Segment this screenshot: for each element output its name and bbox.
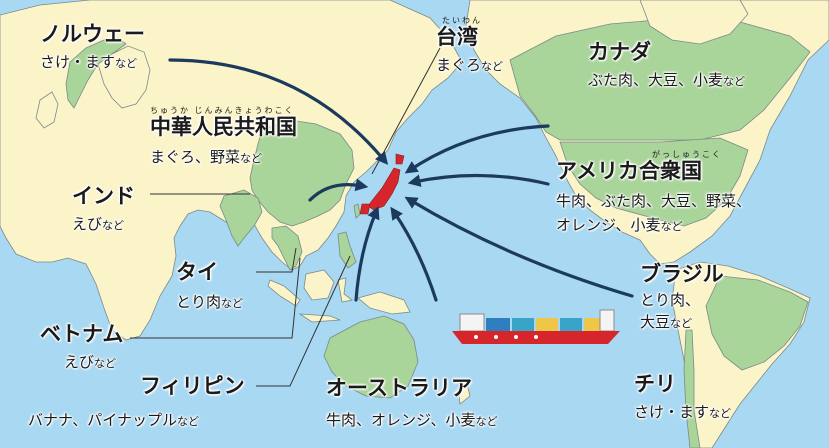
label-brazil: ブラジル とり肉、 大豆など [640,262,724,334]
thailand-leader-line [256,247,297,273]
java [298,313,341,323]
label-australia: オーストラリア 牛肉、オレンジ、小麦など [326,376,498,432]
taiwan-ruby: たいわん [442,16,482,25]
india-items: えび [72,215,103,233]
label-usa: がっしゅうこく アメリカ合衆国 牛肉、ぶた肉、大豆、野菜、 オレンジ、小麦など [556,150,751,237]
thailand-suffix: など [221,297,244,310]
label-philippines: フィリピン [140,374,245,398]
usa-items-line2: オレンジ、小麦 [556,216,661,234]
taiwan-suffix: など [481,60,504,73]
label-taiwan: たいわん 台湾 まぐろなど [436,16,503,77]
canada-name: カナダ [588,40,651,64]
philippines-name: フィリピン [140,374,245,398]
label-canada: カナダ ぶた肉、大豆、小麦など [588,40,745,92]
usa-ruby: がっしゅうこく [652,150,722,159]
new-zealand [457,379,471,405]
british-isles [35,91,59,129]
canada-suffix: など [723,75,746,88]
new-guinea [357,291,411,315]
japan-kyushu [359,203,371,215]
taiwan-name: 台湾 [436,25,478,49]
thailand-name: タイ [176,260,218,284]
label-norway: ノルウェー さけ・ますなど [40,22,145,74]
arrow-australia [354,206,380,302]
thailand-items: とり肉 [176,293,222,311]
philippines-items: バナナ、パイナップル [28,411,177,429]
india-name: インド [72,184,135,208]
chile-name: チリ [634,372,676,396]
brazil-region [705,275,809,371]
india-suffix: など [102,219,125,232]
arrow-usa [407,173,550,187]
norway-name: ノルウェー [40,22,145,46]
chile-items: さけ・ます [634,403,710,421]
label-vietnam: ベトナム えびなど [40,322,123,374]
china-ruby: ちゅうか じんみんきょうわこく [150,106,295,115]
arrow-brazil [404,196,634,298]
scandinavia [97,45,151,109]
label-chile: チリ さけ・ますなど [634,372,731,424]
vietnam-items: えび [64,353,95,371]
australia-items: 牛肉、オレンジ、小麦 [326,411,476,429]
china-name: 中華人民共和国 [150,115,297,139]
brazil-name: ブラジル [640,262,724,286]
china-region [249,119,355,227]
australia-region [323,315,419,399]
borneo [303,269,335,301]
india-region [219,189,263,247]
usa-items-line1: 牛肉、ぶた肉、大豆、野菜、 [556,192,752,210]
vietnam-leader-line [130,257,301,339]
usa-name: アメリカ合衆国 [556,159,702,183]
brazil-suffix: など [670,317,693,330]
arrow-china [308,178,369,202]
greenland [639,0,749,45]
japan-hokkaido [395,153,405,165]
china-items: まぐろ、野菜 [150,148,241,166]
philippines-leader-line [256,255,351,387]
norway-items: さけ・ます [40,53,116,71]
australia-suffix: など [475,415,498,428]
arrow-canada [404,124,550,174]
vietnam-name: ベトナム [40,322,124,346]
arrow-norway [168,58,389,165]
cargo-ship-icon [452,309,620,344]
philippines-region [337,231,357,269]
vietnam-suffix: など [94,357,117,370]
norway-suffix: など [115,57,138,70]
chile-suffix: など [709,407,732,420]
label-thailand: タイ とり肉など [176,260,243,314]
label-india: インド えびなど [72,184,135,236]
philippines-suffix: など [176,415,199,428]
sumatra [267,279,301,307]
brazil-items-line1: とり肉、 [640,291,701,309]
chile-region [683,329,701,448]
china-suffix: など [240,152,263,165]
label-china: ちゅうか じんみんきょうわこく 中華人民共和国 まぐろ、野菜など [150,106,297,169]
taiwan-items: まぐろ [436,56,482,74]
australia-name: オーストラリア [326,376,472,400]
arrow-oceania [390,206,438,302]
usa-region [559,137,749,227]
usa-suffix: など [660,220,683,233]
sulawesi [337,277,353,303]
canada-items: ぶた肉、大豆、小麦 [588,71,724,89]
brazil-items-line2: 大豆 [640,313,671,331]
label-philippines-items: バナナ、パイナップルなど [28,410,199,432]
